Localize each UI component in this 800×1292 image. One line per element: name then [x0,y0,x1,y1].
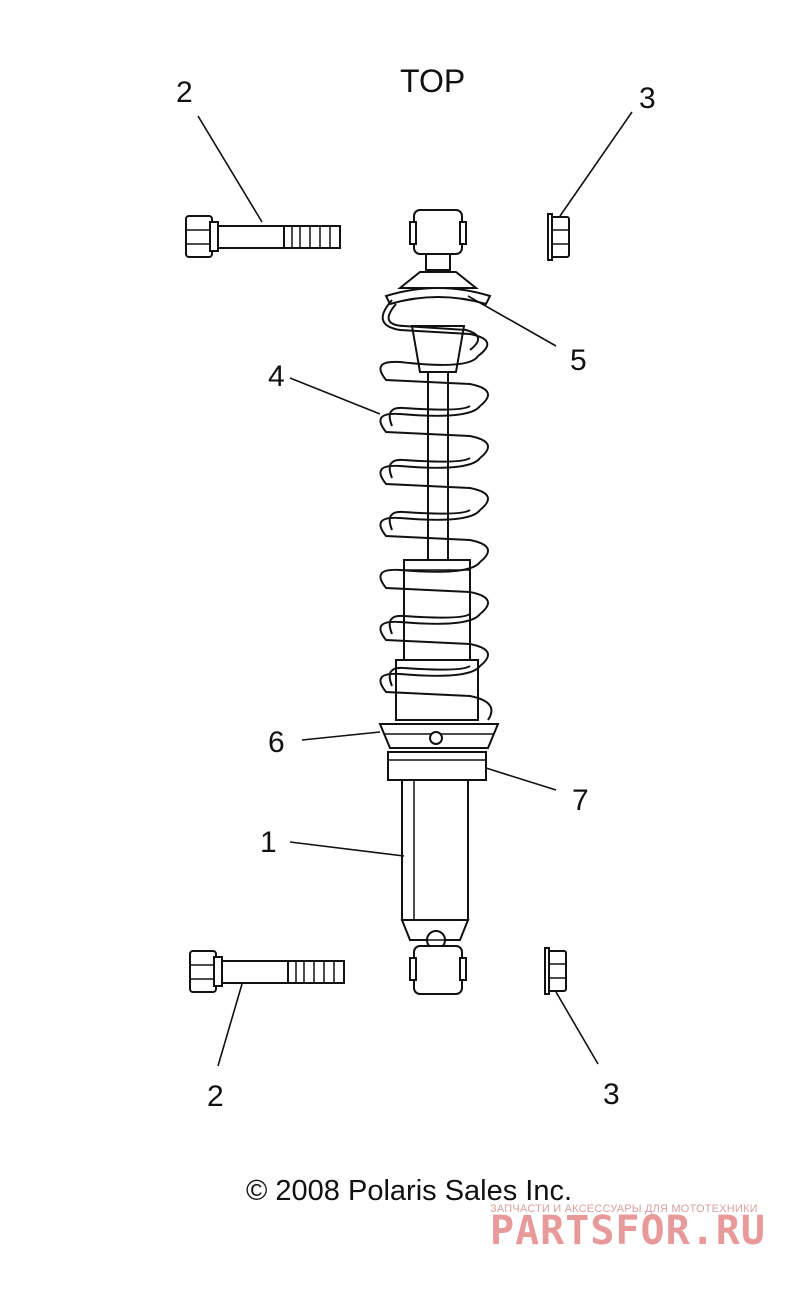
callout-2-bottom: 2 [207,1080,224,1113]
callout-5: 5 [570,344,587,377]
nut-bottom [544,947,567,995]
callout-3-top: 3 [639,82,656,115]
callout-3-bottom: 3 [603,1078,620,1111]
leader-lines [197,111,633,1067]
callout-2-top: 2 [176,76,193,109]
callout-7: 7 [572,784,589,817]
callout-6: 6 [268,726,285,759]
nut-top [547,213,570,261]
bolt-top [185,215,341,258]
copyright-text: © 2008 Polaris Sales Inc. [246,1175,572,1207]
watermark-brand: PARTSFOR.RU [490,1208,766,1254]
top-label: TOP [400,63,465,99]
watermark-tagline: ЗАПЧАСТИ И АКСЕССУАРЫ ДЛЯ МОТОТЕХНИКИ [490,1203,758,1215]
coil-spring [379,299,493,721]
callout-1: 1 [260,826,277,859]
bolt-bottom [189,950,345,993]
callout-4: 4 [268,360,285,393]
shock-absorber [378,209,500,995]
